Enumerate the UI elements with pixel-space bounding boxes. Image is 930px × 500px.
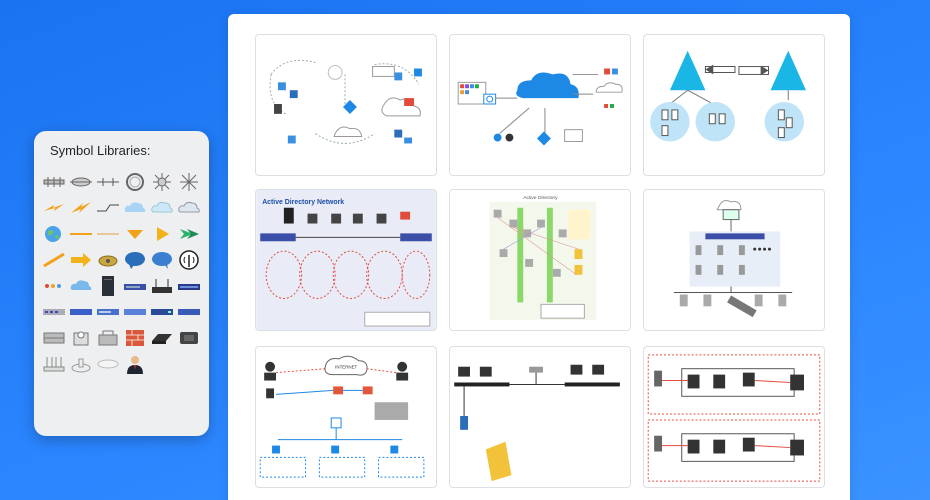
arrow-down-symbol-icon[interactable] [123,223,147,245]
template-card-active-directory[interactable]: Active Directory [449,189,631,331]
fax-machine-symbol-icon[interactable] [96,327,120,349]
star-hub-symbol-icon[interactable] [150,171,174,193]
template-card-cloud-apps[interactable] [449,34,631,176]
ldap-bus-diagram-thumb [450,347,630,487]
connector-line-symbol-icon[interactable] [69,223,93,245]
ad-network-title: Active Directory Network [262,199,344,206]
satellite-dish-symbol-icon[interactable] [96,249,120,271]
migration-diagram-thumb [644,347,824,487]
server-hierarchy-diagram-thumb [644,190,824,330]
concentrator-symbol-icon[interactable] [69,171,93,193]
cloud-blue-symbol-icon[interactable] [69,275,93,297]
globe-symbol-icon[interactable] [42,223,66,245]
template-card-internet-network[interactable]: INTERNET [255,346,437,488]
patch-panel-symbol-icon[interactable] [42,301,66,323]
star-topology-symbol-icon[interactable] [177,171,201,193]
switch-device-symbol-icon[interactable] [123,275,147,297]
template-card-active-directory-network[interactable]: Active Directory Network [255,189,437,331]
firewall-symbol-icon[interactable] [123,327,147,349]
block-arrow-symbol-icon[interactable] [69,249,93,271]
thin-line-symbol-icon[interactable] [96,223,120,245]
cloud-light-symbol-icon[interactable] [150,197,174,219]
access-point-symbol-icon[interactable] [177,327,201,349]
template-gallery: Active Directory Network Active Director… [228,14,850,500]
internet-label: INTERNET [335,365,357,370]
lightning-bolt-symbol-icon[interactable] [42,197,66,219]
symbol-libraries-panel: Symbol Libraries: [34,131,209,436]
panel-title: Symbol Libraries: [50,143,150,158]
template-card-ad-sites[interactable] [643,34,825,176]
wireless-router-symbol-icon[interactable] [150,275,174,297]
radio-tower-symbol-icon[interactable] [177,249,201,271]
cloud-symbol-icon[interactable] [123,197,147,219]
rack-switch-symbol-icon[interactable] [177,275,201,297]
serial-line-symbol-icon[interactable] [96,197,120,219]
speech-bubble-symbol-icon[interactable] [123,249,147,271]
ring-network-symbol-icon[interactable] [123,171,147,193]
active-directory-title: Active Directory [523,195,558,201]
green-arrows-symbol-icon[interactable] [177,223,201,245]
ad-network-diagram-thumb: Active Directory Network [256,190,436,330]
cable-symbol-icon[interactable] [42,249,66,271]
template-card-ldap-bus[interactable] [449,346,631,488]
rack-unit-symbol-icon[interactable] [150,301,174,323]
internet-network-diagram-thumb: INTERNET [256,347,436,487]
server-rack-gray-symbol-icon[interactable] [42,327,66,349]
ip-phone-symbol-icon[interactable] [69,327,93,349]
speech-bubble-2-symbol-icon[interactable] [150,249,174,271]
hybrid-cloud-diagram-thumb [256,35,436,175]
server-tower-symbol-icon[interactable] [96,275,120,297]
active-directory-diagram-thumb: Active Directory [450,190,630,330]
modem-symbol-icon[interactable] [96,301,120,323]
switch-long-symbol-icon[interactable] [177,301,201,323]
router-black-symbol-icon[interactable] [150,327,174,349]
dots-connector-symbol-icon[interactable] [42,275,66,297]
disc-device-symbol-icon[interactable] [96,353,120,375]
user-person-symbol-icon[interactable] [123,353,147,375]
ad-sites-diagram-thumb [644,35,824,175]
cloud-apps-diagram-thumb [450,35,630,175]
cloud-gray-symbol-icon[interactable] [177,197,201,219]
switch-blue-symbol-icon[interactable] [69,301,93,323]
template-card-hybrid-cloud[interactable] [255,34,437,176]
hub-blue-symbol-icon[interactable] [123,301,147,323]
bus-line-symbol-icon[interactable] [96,171,120,193]
play-arrow-symbol-icon[interactable] [150,223,174,245]
phone-white-symbol-icon[interactable] [69,353,93,375]
wifi-router-white-symbol-icon[interactable] [42,353,66,375]
template-card-server-hierarchy[interactable] [643,189,825,331]
lightning-bolt-2-symbol-icon[interactable] [69,197,93,219]
template-card-migration[interactable] [643,346,825,488]
hub-symbol-icon[interactable] [42,171,66,193]
